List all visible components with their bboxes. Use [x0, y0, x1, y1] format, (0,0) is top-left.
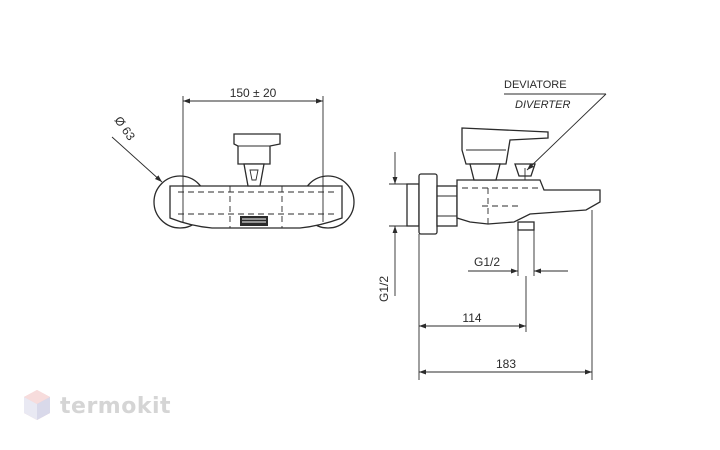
cartridge-neck	[243, 163, 265, 187]
diameter-label: Ø 63	[112, 114, 139, 144]
side-view: DEVIATORE DIVERTER G1/2 G1/2 114 183	[377, 79, 607, 380]
callout-diverter: DIVERTER	[515, 99, 570, 111]
width-dimension-label: 150 ± 20	[230, 86, 277, 100]
rosette-side	[418, 173, 438, 235]
spout-outlet	[517, 221, 535, 231]
diameter-leader	[111, 136, 163, 183]
lever-handle	[233, 133, 281, 165]
callout-deviatore: DEVIATORE	[504, 79, 567, 91]
mixer-body	[169, 185, 343, 229]
hex-nut	[436, 185, 458, 227]
inlet-label: G1/2	[377, 276, 391, 302]
side-lever	[461, 127, 549, 165]
front-view: 150 ± 20 Ø 63	[111, 86, 355, 229]
brand-watermark: termokit	[22, 386, 171, 426]
hexagon-cube-logo-icon	[24, 390, 50, 420]
wall-connector	[406, 183, 420, 227]
brand-name: termokit	[60, 393, 172, 419]
dim-183-label: 183	[496, 357, 516, 371]
diverter-leader	[526, 93, 607, 171]
outlet-label: G1/2	[474, 255, 500, 269]
dim-114-label: 114	[462, 311, 481, 325]
side-body	[456, 179, 601, 225]
aerator	[240, 216, 268, 226]
